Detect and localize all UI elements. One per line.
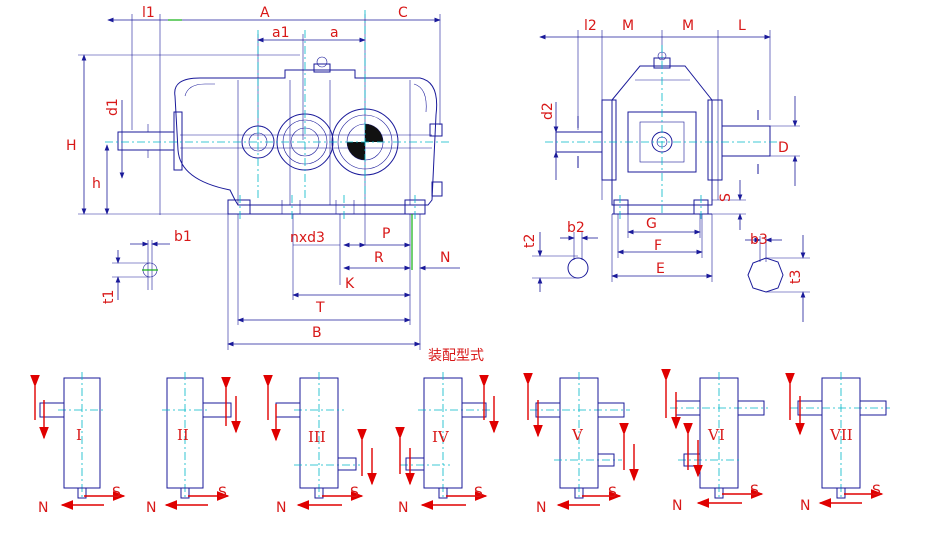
dim-B: B [312,325,322,341]
dim-F: F [654,238,662,254]
dim-T: T [315,300,325,316]
assembly-type-2-label: II [177,426,189,444]
dim-H: H [66,138,77,154]
assembly-type-3-N: N [276,500,286,516]
assembly-type-2-S: S [218,485,227,501]
dim-M-right: M [682,18,694,34]
dim-nxd3: nxd3 [290,230,325,246]
dim-E: E [656,261,665,277]
assembly-type-7: VII N S [785,372,890,514]
dim-t3: t3 [788,270,804,284]
assembly-type-3-label: III [308,428,326,446]
dim-S: S [718,193,734,202]
dim-b3: b3 [750,232,768,248]
dim-l2: l2 [584,18,597,34]
dim-N: N [440,250,450,266]
assembly-type-6-S: S [750,483,759,499]
assembly-type-4-S: S [474,485,483,501]
assembly-type-5-S: S [608,485,617,501]
dim-t2: t2 [522,234,538,248]
assembly-type-1-label: I [76,426,82,444]
dim-L: L [738,18,746,34]
assembly-type-6: VI N S [661,368,768,514]
dim-P: P [382,226,390,242]
assembly-type-2-N: N [146,500,156,516]
dim-a: a [330,25,339,41]
dim-d2: d2 [540,102,556,120]
dim-A: A [260,5,270,21]
dim-b2: b2 [567,220,585,236]
dim-G: G [646,216,657,232]
dim-a1: a1 [272,25,290,41]
assembly-type-4: IV N S [395,372,499,516]
assembly-type-4-label: IV [432,428,450,446]
dim-t1: t1 [101,290,117,304]
assembly-type-3: III N S [263,372,377,516]
assembly-type-7-label: VII [829,426,853,444]
assembly-type-1: I N S [30,372,126,516]
dim-l1: l1 [142,5,155,21]
assembly-type-3-S: S [350,485,359,501]
assembly-type-5: V N S [523,372,639,516]
assembly-type-7-S: S [872,483,881,499]
dim-C: C [398,5,408,21]
dim-h: h [92,176,101,192]
assembly-type-2: II N S [146,372,241,516]
assembly-type-5-label: V [571,426,584,444]
side-view: l2 M M L d2 D S G F E t2 b2 b3 t3 [522,18,810,322]
assembly-type-6-label: VI [707,426,725,444]
dim-b1: b1 [174,229,192,245]
assembly-type-7-N: N [800,498,810,514]
front-view: A C a1 a l1 H d1 h b1 t1 nxd3 P R K N T … [66,5,460,350]
assembly-type-6-N: N [672,498,682,514]
assembly-title: 装配型式 [428,348,484,364]
dim-K: K [345,276,355,292]
assembly-type-1-S: S [112,485,121,501]
assembly-type-5-N: N [536,500,546,516]
dim-d1: d1 [105,98,121,116]
dim-R: R [374,250,384,266]
dim-M-left: M [622,18,634,34]
assembly-type-1-N: N [38,500,48,516]
assembly-type-4-N: N [398,500,408,516]
dim-D: D [778,140,789,156]
